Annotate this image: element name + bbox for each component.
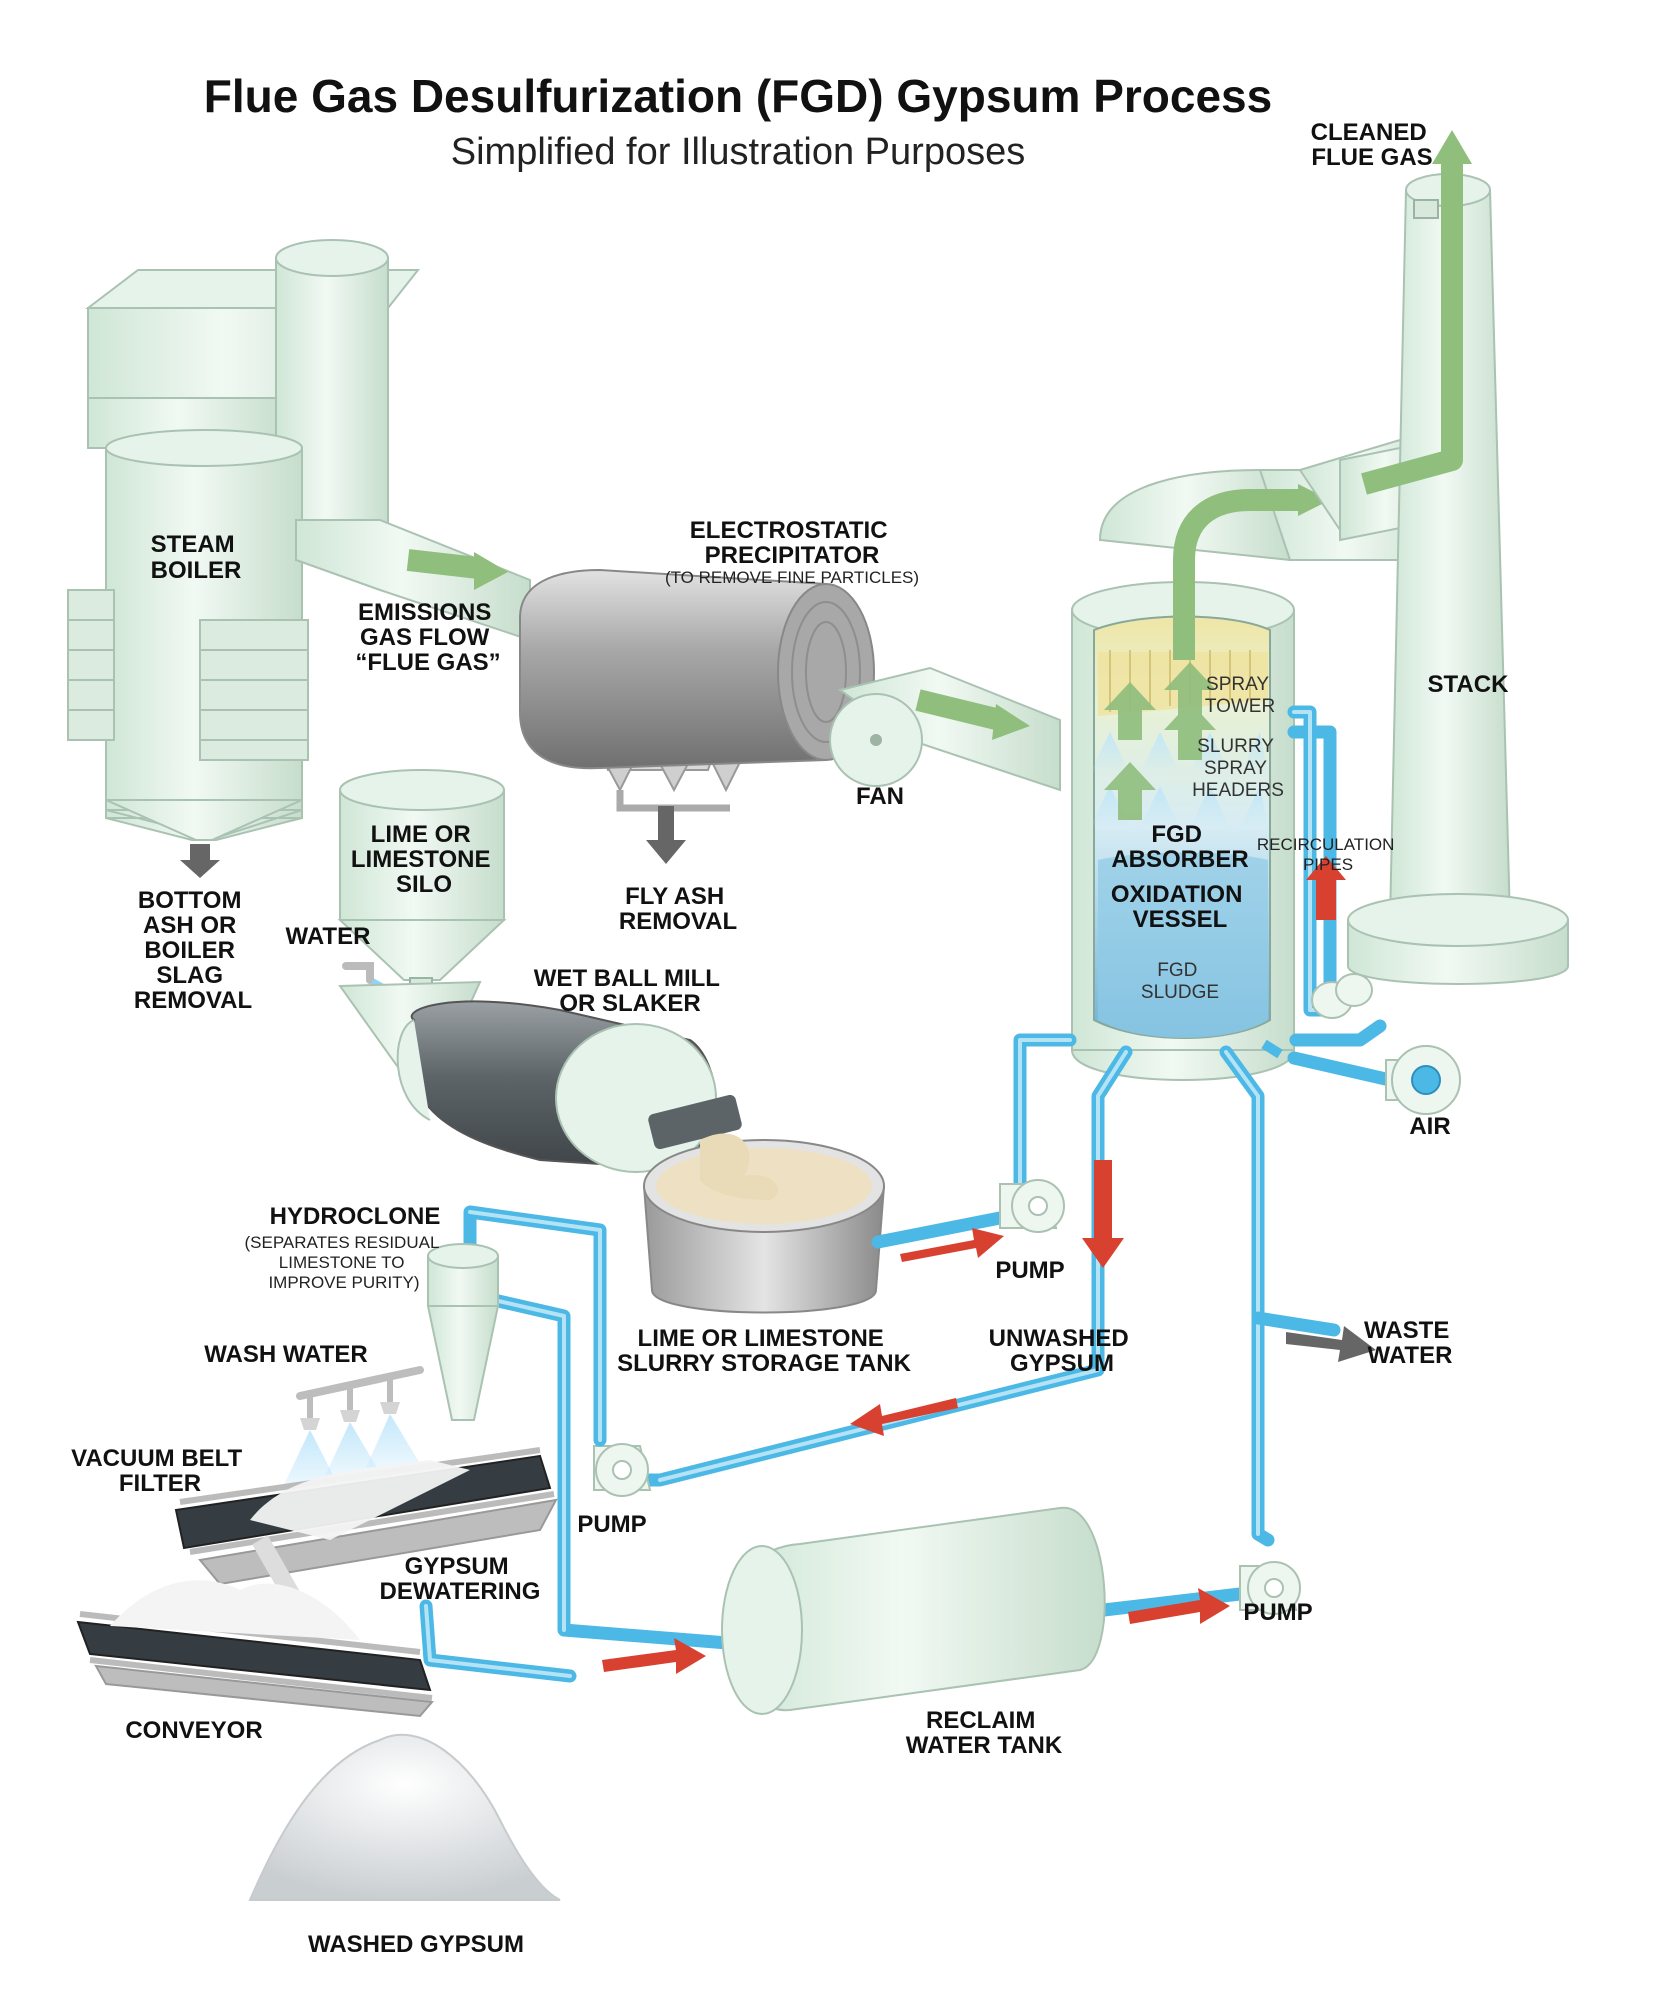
washed-gypsum-pile xyxy=(248,1733,561,1901)
label-conveyor: CONVEYOR xyxy=(125,1717,262,1744)
fan xyxy=(829,666,1061,792)
label-spray-tower: SPRAY TOWER xyxy=(1205,674,1275,717)
recirculation-arrow xyxy=(1306,856,1346,920)
wet-ball-mill xyxy=(338,980,742,1173)
slurry-flow-arrow xyxy=(900,1228,1004,1262)
reclaim-outflow-arrow xyxy=(1128,1588,1230,1624)
bottom-ash-arrow xyxy=(180,844,220,878)
label-washed-gypsum: WASHED GYPSUM xyxy=(308,1931,524,1958)
label-vacuum-belt: VACUUM BELT FILTER xyxy=(71,1445,249,1497)
hydroclone-feed-pipe xyxy=(463,1205,747,1651)
pump-slurry xyxy=(999,1179,1065,1233)
label-wash-water: WASH WATER xyxy=(204,1341,368,1368)
unwashed-flow-arrow xyxy=(850,1398,958,1436)
label-emissions: EMISSIONS GAS FLOW “FLUE GAS” xyxy=(355,599,500,676)
label-esp-note: (TO REMOVE FINE PARTICLES) xyxy=(665,568,919,587)
slurry-feed-pipe xyxy=(871,1033,1077,1249)
page-title: Flue Gas Desulfurization (FGD) Gypsum Pr… xyxy=(204,70,1272,122)
label-stack: STACK xyxy=(1428,671,1510,698)
label-pump-1: PUMP xyxy=(995,1257,1064,1284)
waste-water-pipe xyxy=(1219,1045,1341,1547)
label-waste-water: WASTE WATER xyxy=(1364,1317,1456,1369)
label-fgd-sludge: FGD SLUDGE xyxy=(1141,960,1219,1003)
pump-gypsum xyxy=(593,1443,652,1497)
label-ball-mill: WET BALL MILL OR SLAKER xyxy=(534,965,726,1017)
slurry-storage-tank xyxy=(642,1133,886,1314)
electrostatic-precipitator xyxy=(519,568,875,864)
waste-water-arrow xyxy=(1286,1326,1376,1362)
conveyor xyxy=(76,1580,434,1718)
flue-gas-flow-3 xyxy=(1173,489,1300,660)
hydroclone xyxy=(426,1243,500,1421)
label-bottom-ash: BOTTOM ASH OR BOILER SLAG REMOVAL xyxy=(134,887,252,1014)
reclaim-water-tank xyxy=(419,1506,1247,1715)
label-silo: LIME OR LIMESTONE SILO xyxy=(351,821,497,898)
flue-gas-flow-4 xyxy=(1361,160,1463,495)
flue-gas-flow-2 xyxy=(915,689,1003,731)
label-hydroclone-note: (SEPARATES RESIDUAL LIMESTONE TO IMPROVE… xyxy=(244,1233,443,1292)
page-subtitle: Simplified for Illustration Purposes xyxy=(451,131,1025,173)
label-esp: ELECTROSTATIC PRECIPITATOR xyxy=(690,517,894,569)
label-reclaim-tank: RECLAIM WATER TANK xyxy=(906,1707,1063,1759)
label-fly-ash: FLY ASH REMOVAL xyxy=(619,883,737,935)
flue-gas-flow-1 xyxy=(406,549,480,579)
label-slurry-headers: SLURRY SPRAY HEADERS xyxy=(1192,736,1284,801)
vacuum-belt-filter xyxy=(174,1447,558,1615)
air-blower xyxy=(1261,1039,1461,1115)
steam-boiler xyxy=(67,239,421,841)
label-gypsum-dewatering: GYPSUM DEWATERING xyxy=(380,1553,541,1605)
label-hydroclone: HYDROCLONE xyxy=(270,1203,441,1230)
label-unwashed: UNWASHED GYPSUM xyxy=(989,1325,1136,1377)
label-cleaned-flue-gas: CLEANED FLUE GAS xyxy=(1311,119,1434,171)
label-recirculation: RECIRCULATION PIPES xyxy=(1257,835,1399,874)
label-oxidation-vessel: OXIDATION VESSEL xyxy=(1111,881,1249,933)
unwashed-down-arrow xyxy=(1082,1160,1124,1268)
label-fan: FAN xyxy=(856,783,904,810)
pump-reclaim xyxy=(1239,1561,1301,1615)
label-slurry-tank: LIME OR LIMESTONE SLURRY STORAGE TANK xyxy=(617,1325,911,1377)
reclaim-inflow-arrow xyxy=(602,1638,706,1674)
label-air: AIR xyxy=(1409,1113,1450,1140)
label-water: WATER xyxy=(286,923,371,950)
label-fgd-absorber: FGD ABSORBER xyxy=(1111,821,1248,873)
label-pump-3: PUMP xyxy=(1243,1599,1312,1626)
label-pump-2: PUMP xyxy=(577,1511,646,1538)
lime-silo xyxy=(337,769,507,993)
label-steam-boiler: STEAM BOILER xyxy=(151,531,242,584)
